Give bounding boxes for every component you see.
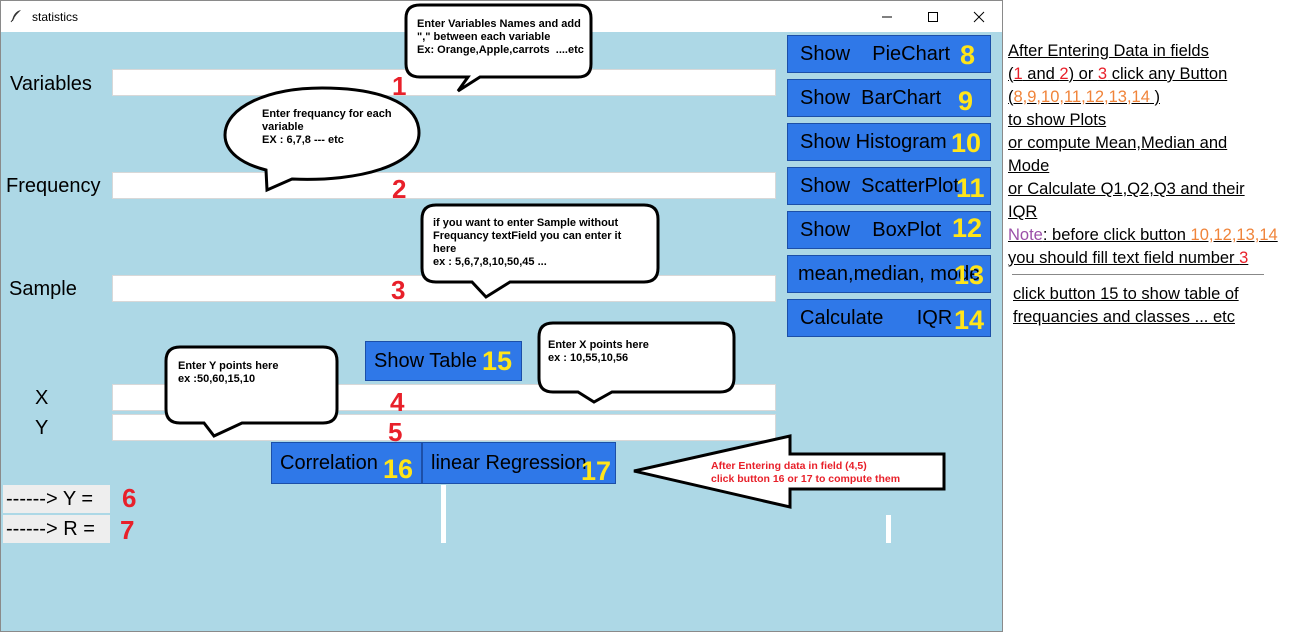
- minimize-icon: [882, 16, 892, 17]
- x-points-hint: Enter X points here ex : 10,55,10,56: [548, 339, 649, 364]
- show-barchart-button[interactable]: Show BarChart 9: [787, 79, 991, 117]
- note-line: IQR: [1008, 203, 1038, 221]
- show-table-button[interactable]: Show Table 15: [365, 341, 522, 381]
- variables-label: Variables: [10, 73, 92, 95]
- note-line: or Calculate Q1,Q2,Q3 and their: [1008, 180, 1245, 198]
- r-result-label: ------> R =: [3, 515, 110, 543]
- button-number-15: 15: [482, 346, 513, 376]
- minimize-button[interactable]: [864, 1, 910, 32]
- field-number-5: 5: [388, 417, 403, 447]
- window-title: statistics: [32, 10, 79, 24]
- variables-hint: Enter Variables Names and add "," betwee…: [417, 18, 584, 56]
- button-number-12: 12: [952, 213, 983, 243]
- note-line: Mode: [1008, 157, 1050, 175]
- sample-hint: if you want to enter Sample without Freq…: [433, 217, 622, 268]
- button-number-13: 13: [954, 260, 985, 290]
- linear-regression-button[interactable]: linear Regression 17: [422, 442, 616, 486]
- y-result-label: ------> Y =: [3, 485, 110, 513]
- separator-mark: [441, 485, 446, 543]
- field-number-4: 4: [390, 387, 405, 417]
- note-line: to show Plots: [1008, 111, 1107, 129]
- frequency-hint: Enter frequancy for each variable EX : 6…: [262, 108, 392, 146]
- button-number-10: 10: [951, 128, 982, 158]
- note-line: (8,9,10,11,12,13,14 ): [1008, 88, 1160, 106]
- note-line: or compute Mean,Median and: [1008, 134, 1228, 152]
- calculate-iqr-button[interactable]: Calculate IQR 14: [787, 299, 991, 337]
- feather-icon: [10, 10, 21, 23]
- note-line: Note: before click button 10,12,13,14: [1008, 226, 1278, 244]
- mean-median-mode-button[interactable]: mean,median, mode 13: [787, 255, 991, 293]
- y-points-hint: Enter Y points here ex :50,60,15,10: [178, 360, 279, 385]
- note-divider: [1012, 274, 1264, 275]
- frequency-label: Frequency: [6, 175, 101, 197]
- note-line: frequancies and classes ... etc: [1013, 308, 1235, 326]
- result-number-6: 6: [122, 483, 137, 513]
- y-label: Y: [35, 417, 49, 439]
- compute-hint: After Entering data in field (4,5) click…: [711, 460, 901, 485]
- button-number-11: 11: [956, 173, 985, 203]
- button-number-16: 16: [383, 454, 414, 484]
- correlation-button[interactable]: Correlation 16: [271, 442, 422, 484]
- separator-mark: [886, 515, 891, 543]
- button-number-9: 9: [958, 86, 974, 116]
- note-line: (1 and 2) or 3 click any Button: [1008, 65, 1228, 83]
- button-number-8: 8: [960, 40, 976, 70]
- close-icon: [973, 11, 985, 22]
- sample-label: Sample: [9, 278, 77, 300]
- annotation-overlay: [164, 3, 946, 509]
- instructions-panel: After Entering Data in fields (1 and 2) …: [1008, 40, 1304, 329]
- field-number-3: 3: [391, 275, 406, 305]
- note-line: After Entering Data in fields: [1008, 42, 1209, 60]
- note-line: click button 15 to show table of: [1013, 285, 1239, 303]
- show-boxplot-button[interactable]: Show BoxPlot 12: [787, 211, 991, 249]
- x-label: X: [35, 387, 49, 409]
- note-line: you should fill text field number 3: [1008, 249, 1249, 267]
- result-number-7: 7: [120, 515, 135, 545]
- close-button[interactable]: [956, 1, 1002, 32]
- button-number-14: 14: [954, 305, 985, 335]
- show-scatterplot-button[interactable]: Show ScatterPlot 11: [787, 167, 991, 205]
- show-piechart-button[interactable]: Show PieChart 8: [787, 35, 991, 73]
- field-number-2: 2: [392, 174, 407, 204]
- maximize-icon: [928, 11, 938, 22]
- field-number-1: 1: [392, 71, 407, 101]
- frequency-input[interactable]: [112, 172, 776, 199]
- maximize-button[interactable]: [910, 1, 956, 32]
- button-number-17: 17: [581, 456, 612, 486]
- show-histogram-button[interactable]: Show Histogram 10: [787, 123, 991, 161]
